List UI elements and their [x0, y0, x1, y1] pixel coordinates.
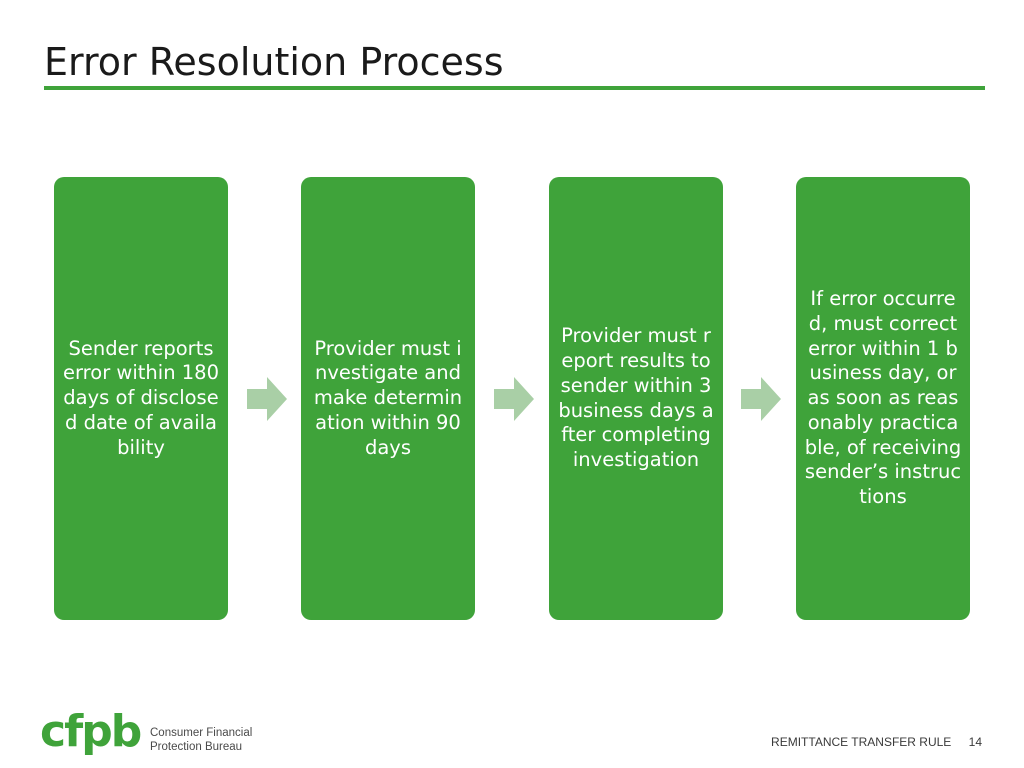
- cfpb-org-name: Consumer Financial Protection Bureau: [150, 726, 260, 754]
- process-step-1: Sender reports error within 180 days of …: [54, 177, 228, 620]
- right-arrow-icon: [494, 377, 534, 421]
- org-name-line-2: Protection Bureau: [150, 741, 243, 753]
- process-step-2: Provider must investigate and make deter…: [301, 177, 475, 620]
- process-step-3: Provider must report results to sender w…: [549, 177, 723, 620]
- title-underline: [44, 86, 985, 90]
- org-name-line-1: Consumer Financial: [150, 727, 253, 739]
- page-number: 14: [968, 735, 982, 749]
- right-arrow-icon: [247, 377, 287, 421]
- process-step-4-text: If error occurred, must correct error wi…: [804, 286, 962, 509]
- cfpb-logo: cfpb Consumer Financial Protection Burea…: [40, 706, 260, 760]
- slide-footer: REMITTANCE TRANSFER RULE 14: [771, 735, 982, 749]
- process-step-4: If error occurred, must correct error wi…: [796, 177, 970, 620]
- process-step-3-text: Provider must report results to sender w…: [558, 324, 714, 472]
- slide-title: Error Resolution Process: [44, 40, 504, 84]
- footer-label: REMITTANCE TRANSFER RULE: [771, 735, 952, 749]
- process-step-1-text: Sender reports error within 180 days of …: [63, 336, 219, 459]
- cfpb-logo-mark: cfpb: [40, 706, 142, 757]
- process-step-2-text: Provider must investigate and make deter…: [313, 336, 463, 459]
- right-arrow-icon: [741, 377, 781, 421]
